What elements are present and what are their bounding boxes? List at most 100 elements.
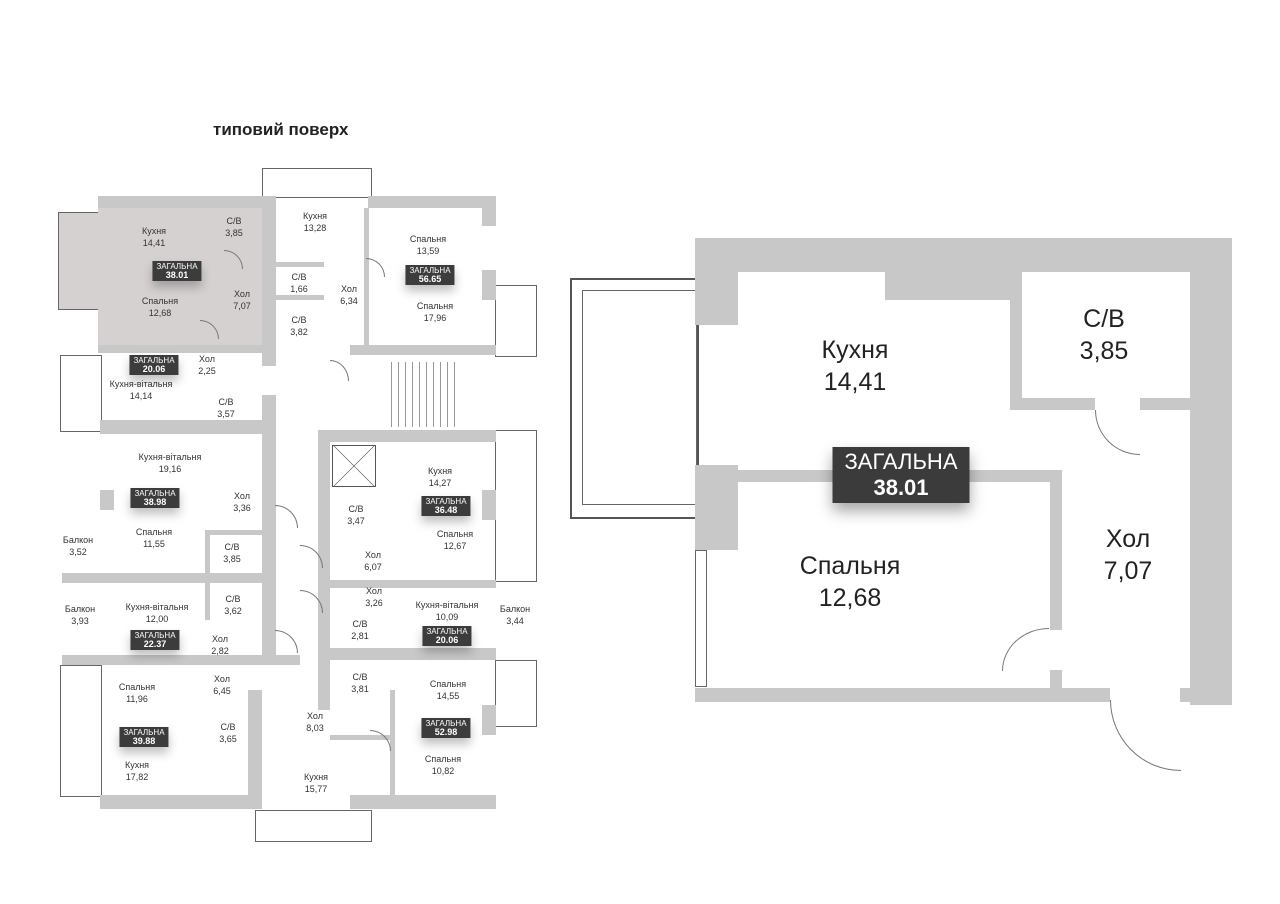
badge-label: ЗАГАЛЬНА <box>134 489 176 498</box>
room-name: С/В <box>1083 305 1125 333</box>
wall <box>695 465 738 550</box>
room-area: 3,81 <box>351 684 369 694</box>
badge-label: ЗАГАЛЬНА <box>409 266 451 275</box>
wall <box>98 196 262 208</box>
wall <box>330 648 496 660</box>
wall <box>390 690 395 800</box>
room-area: 11,96 <box>126 694 148 704</box>
room-area: 3,26 <box>365 598 383 608</box>
room-area: 3,62 <box>224 606 242 616</box>
room-name: Спальня <box>429 679 467 689</box>
page-title: типовий поверх <box>213 120 349 139</box>
balcony-outline <box>60 665 102 797</box>
room-name: Спальня <box>135 527 173 537</box>
wall <box>318 430 330 710</box>
room-name: Кухня <box>302 211 328 221</box>
badge-value: 20.06 <box>142 364 166 374</box>
wall <box>205 530 210 620</box>
balcony-outline <box>255 810 372 842</box>
wall <box>62 655 300 665</box>
balcony-outline <box>58 212 100 310</box>
wall <box>695 238 1225 272</box>
room-area: 11,55 <box>143 539 165 549</box>
room-name: Хол <box>341 284 357 294</box>
wall <box>262 196 276 366</box>
balcony-outline <box>495 430 537 582</box>
room-name: Кухня-вітальня <box>138 452 202 462</box>
wall <box>482 705 496 735</box>
wall <box>885 272 1010 300</box>
badge-label: ЗАГАЛЬНА <box>123 728 165 737</box>
wall <box>1050 670 1062 690</box>
room-area: 1,66 <box>290 284 308 294</box>
badge-value: 20.06 <box>435 635 459 645</box>
badge-label: ЗАГАЛЬНА <box>844 449 958 474</box>
wall <box>330 735 390 740</box>
balcony-outline <box>262 168 372 198</box>
room-name: Хол <box>199 354 215 364</box>
badge-value: 56.65 <box>418 274 442 284</box>
room-area: 13,28 <box>303 223 327 233</box>
wall <box>98 345 276 353</box>
room-name: Кухня <box>303 772 329 782</box>
wall <box>482 270 496 300</box>
wall <box>1010 398 1095 410</box>
room-label: Хол 6,34 <box>340 283 358 307</box>
room-area: 12,68 <box>818 584 882 612</box>
room-name: Хол <box>1105 525 1151 553</box>
room-name: Кухня <box>141 226 167 236</box>
room-label: С/В 1,66 <box>290 271 308 295</box>
room-area: 14,27 <box>428 478 452 488</box>
room-area: 6,34 <box>340 296 358 306</box>
room-area: 3,65 <box>219 734 237 744</box>
room-area: 14,41 <box>823 368 887 396</box>
room-label: Балкон 3,52 <box>63 534 93 558</box>
room-name: Хол <box>307 711 323 721</box>
room-area: 3,82 <box>290 327 308 337</box>
room-name: С/В <box>291 272 307 282</box>
wall <box>262 395 276 660</box>
room-name: Хол <box>366 586 382 596</box>
room-name: Хол <box>234 289 250 299</box>
room-area: 3,44 <box>506 616 524 626</box>
room-name: С/В <box>226 216 242 226</box>
door-swing <box>370 730 391 751</box>
room-name: Хол <box>214 674 230 684</box>
door-swing <box>330 360 349 381</box>
badge-label: ЗАГАЛЬНА <box>425 497 467 506</box>
room-area: 13,59 <box>416 246 440 256</box>
badge-label: ЗАГАЛЬНА <box>425 719 467 728</box>
room-area: 3,52 <box>69 547 87 557</box>
wall <box>100 420 265 434</box>
wall <box>276 262 324 267</box>
room-name: Балкон <box>62 535 94 545</box>
wall <box>248 690 262 800</box>
wall <box>364 208 369 348</box>
door-swing <box>275 630 298 653</box>
badge-value: 52.98 <box>434 727 458 737</box>
room-name: Спальня <box>799 552 901 580</box>
